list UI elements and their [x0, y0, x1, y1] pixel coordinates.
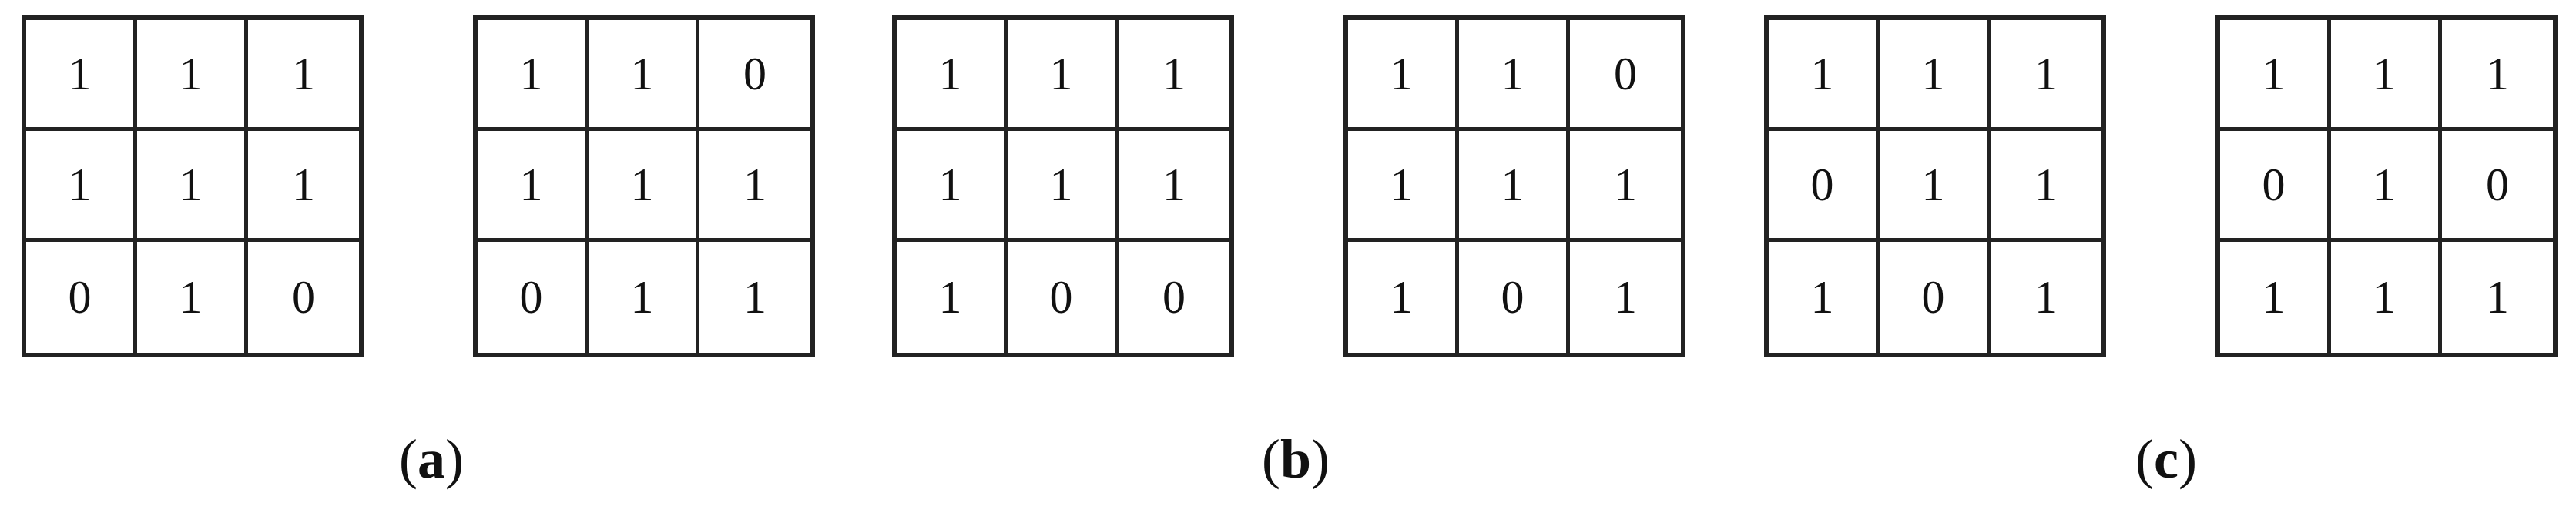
- matrix-cell: 1: [589, 242, 699, 353]
- matrix-cell: 1: [1119, 20, 1229, 131]
- matrix-cell: 1: [699, 131, 810, 242]
- matrix-cell: 1: [2331, 242, 2442, 353]
- matrix-cell: 1: [248, 131, 359, 242]
- matrix-a-left: 1 1 1 1 1 1 0 1 0: [22, 15, 364, 357]
- matrix-cell: 0: [1459, 242, 1570, 353]
- matrix-cell: 0: [1880, 242, 1991, 353]
- matrix-b-left: 1 1 1 1 1 1 1 0 0: [892, 15, 1234, 357]
- matrix-cell: 1: [2442, 20, 2553, 131]
- matrix-cell: 1: [897, 131, 1008, 242]
- matrix-cell: 1: [137, 20, 248, 131]
- matrix-cell: 1: [1991, 131, 2101, 242]
- matrix-cell: 1: [137, 242, 248, 353]
- matrix-cell: 1: [897, 242, 1008, 353]
- matrix-cell: 1: [2331, 20, 2442, 131]
- matrix-cell: 1: [26, 131, 137, 242]
- matrix-cell: 1: [1119, 131, 1229, 242]
- matrix-cell: 0: [1162, 272, 1186, 323]
- caption-close-paren: ): [1311, 428, 1330, 490]
- matrix-cell: 1: [1880, 131, 1991, 242]
- matrix-cell: 1: [1991, 20, 2101, 131]
- matrix-cell: 1: [137, 131, 248, 242]
- matrix-cell: 0: [2442, 131, 2553, 242]
- matrix-cell: 1: [1614, 272, 1637, 323]
- matrix-cell: 0: [292, 272, 315, 323]
- matrix-cell: 1: [26, 20, 137, 131]
- matrix-cell: 0: [478, 242, 589, 353]
- matrix-cell: 0: [2220, 131, 2331, 242]
- matrix-cell: 1: [478, 20, 589, 131]
- matrix-cell: 1: [743, 272, 766, 323]
- matrix-cell: 1: [2034, 272, 2058, 323]
- matrix-cell: 1: [897, 20, 1008, 131]
- matrix-cell: 1: [1008, 131, 1119, 242]
- caption-close-paren: ): [445, 428, 464, 490]
- matrix-cell: 1: [2220, 20, 2331, 131]
- matrix-cell: 0: [1008, 242, 1119, 353]
- caption-open-paren: (: [399, 428, 418, 490]
- matrix-cell: 1: [589, 131, 699, 242]
- matrix-cell: 0: [699, 20, 810, 131]
- caption-open-paren: (: [2135, 428, 2155, 490]
- matrix-cell: 0: [26, 242, 137, 353]
- caption-letter: a: [418, 428, 445, 490]
- matrix-cell: 1: [1570, 131, 1681, 242]
- caption-c: (c): [2089, 431, 2243, 487]
- matrix-a-right: 1 1 0 1 1 1 0 1 1: [473, 15, 815, 357]
- matrix-cell: 1: [1769, 242, 1880, 353]
- matrix-cell: 1: [1459, 131, 1570, 242]
- caption-letter: c: [2154, 428, 2179, 490]
- matrix-c-right: 1 1 1 0 1 0 1 1 1: [2215, 15, 2558, 357]
- matrix-c-left: 1 1 1 0 1 1 1 0 1: [1764, 15, 2106, 357]
- caption-open-paren: (: [1261, 428, 1280, 490]
- caption-close-paren: ): [2178, 428, 2197, 490]
- caption-letter: b: [1280, 428, 1312, 490]
- matrix-cell: 1: [2220, 242, 2331, 353]
- matrix-b-right: 1 1 0 1 1 1 1 0 1: [1343, 15, 1685, 357]
- matrix-cell: 1: [1769, 20, 1880, 131]
- matrix-cell: 1: [1348, 131, 1459, 242]
- caption-a: (a): [354, 431, 508, 487]
- matrix-cell: 1: [2331, 131, 2442, 242]
- matrix-cell: 1: [1459, 20, 1570, 131]
- matrix-cell: 1: [478, 131, 589, 242]
- matrix-cell: 1: [589, 20, 699, 131]
- matrix-cell: 1: [1348, 242, 1459, 353]
- matrix-cell: 1: [1348, 20, 1459, 131]
- caption-b: (b): [1219, 431, 1373, 487]
- matrix-cell: 0: [1570, 20, 1681, 131]
- matrix-cell: 1: [248, 20, 359, 131]
- matrix-cell: 1: [1008, 20, 1119, 131]
- matrix-cell: 1: [1880, 20, 1991, 131]
- matrix-cell: 1: [2486, 272, 2509, 323]
- matrix-cell: 0: [1769, 131, 1880, 242]
